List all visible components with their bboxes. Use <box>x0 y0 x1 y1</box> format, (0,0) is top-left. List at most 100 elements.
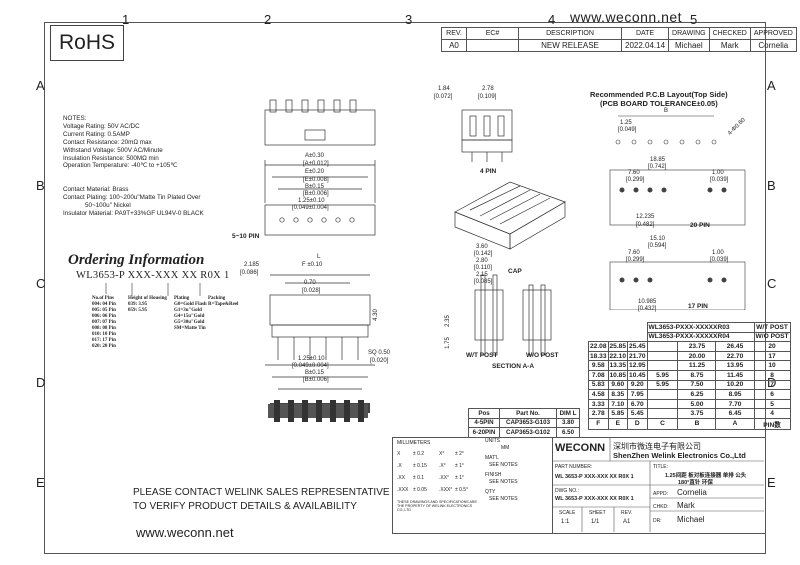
dim-table-cell: 10.20 <box>715 379 755 391</box>
dim-070: 0.70 <box>304 280 316 286</box>
dim-table-cell: 13.95 <box>715 360 755 371</box>
rohs-mark: RoHS <box>50 25 124 61</box>
dim-table-cell: 5.95 <box>646 369 679 381</box>
dim-table-cell: 5.83 <box>588 379 609 391</box>
dim-f: F ±0.10 <box>302 262 323 268</box>
plating-option: SM=Matte Tin <box>174 326 206 331</box>
dim-b-bottom: B±0.15 <box>305 370 324 376</box>
dim-table-cell: 20 <box>753 341 791 352</box>
dim-table-cell: 7.08 <box>588 369 609 381</box>
dim-b-bottom-inch: [B±0.006] <box>303 377 329 383</box>
rev-label: REV. <box>621 510 633 516</box>
title-line1: 1.25间距 板对板连接器 单排 公头 <box>665 473 747 479</box>
pins-option: 010: 10 Pin <box>92 332 116 337</box>
pcb-20-pin-label: 20 PIN <box>690 222 710 229</box>
pcb20-d: 12.235 <box>636 214 655 220</box>
dim-360: 3.60 <box>476 244 488 250</box>
dim-table-cell: 4 <box>753 408 791 419</box>
dim-footer-cell: A <box>715 417 755 430</box>
dim-table-cell <box>646 408 679 419</box>
dim-table-cell: 11.45 <box>715 369 755 381</box>
checked-header: CHECKED <box>708 27 751 40</box>
dim-215-inch: [0.085] <box>474 279 493 285</box>
dim-430: 4.30 <box>372 309 379 321</box>
contact-line1: PLEASE CONTACT WELINK SALES REPRESENTATI… <box>133 487 390 498</box>
tol-row0-d: ± 2° <box>455 451 464 457</box>
dim-table-cell: 5 <box>753 398 791 410</box>
dim-b: B±0.15 <box>305 184 324 190</box>
pcb-title-line2: (PCB BOARD TOLERANCE±0.05) <box>599 99 718 108</box>
tol-row1-c: .X° <box>439 463 446 469</box>
ordering-packing-column: Packing R=Tape&Reel <box>208 296 238 308</box>
notes-block: NOTES: Voltage Rating: 50V AC/DC Current… <box>63 115 177 170</box>
zone-col-1: 1 <box>122 12 130 27</box>
tol-mm: MM <box>501 445 510 451</box>
zone-row-e-right: E <box>767 475 776 490</box>
pcb17-d-inch: [0.432] <box>638 306 657 312</box>
ec-header: EC# <box>466 27 519 40</box>
appd-name: Cornelia <box>677 488 707 497</box>
dim-235: 2.35 <box>444 315 451 327</box>
note-line: Operation Temperature: -40℃ to +105℃ <box>63 162 178 170</box>
dim-table-cell: 21.70 <box>627 350 648 362</box>
pins-option: 020: 20 Pin <box>92 344 116 349</box>
dim-table-cell: 7 <box>753 379 791 391</box>
pins-option: 005: 05 Pin <box>92 308 116 313</box>
wt-post-label: W/T POST <box>466 352 498 359</box>
dim-360-inch: [0.142] <box>474 251 493 257</box>
pcb17-d: 10.985 <box>638 299 657 305</box>
drawing-frame <box>44 22 766 554</box>
dim-sq-inch: [0.020] <box>370 358 389 364</box>
header-url: www.weconn.net <box>570 9 683 25</box>
height-option: 039: 3.95 <box>128 302 148 307</box>
part-cell: 4-5PIN <box>468 417 500 429</box>
section-view <box>474 274 552 356</box>
dim-175: 1.75 <box>444 337 451 349</box>
scale-label: SCALE <box>559 510 576 516</box>
dim-table-cell <box>646 350 679 362</box>
tol-row2-a: .XX <box>397 475 406 481</box>
dim-table-cell: 7.95 <box>627 389 648 400</box>
dim-table-cell: 3.75 <box>677 408 717 419</box>
dim-table-cell: 11.25 <box>677 360 717 371</box>
rev-header: REV. <box>441 27 467 40</box>
ordering-leader-lines <box>105 283 201 296</box>
tol-finish-notes: SEE NOTES <box>489 479 518 485</box>
material-line: Contact Material: Brass <box>63 186 129 193</box>
dim-table-cell: 12.95 <box>627 360 648 371</box>
dim-table-cell: 9.20 <box>627 379 648 391</box>
dim-e: E±0.20 <box>305 169 324 175</box>
dim-table-cell: 10.85 <box>607 369 629 381</box>
pins-option: 004: 04 Pin <box>92 302 116 307</box>
dim-table-cell <box>646 398 679 410</box>
appd-label: APPD: <box>653 491 669 497</box>
part-number-value: WL 3653-P XXX-XXX XX R0X 1 <box>555 474 634 480</box>
zone-row-b-right: B <box>767 178 776 193</box>
tol-row0-c: X° <box>439 451 445 457</box>
dim-table-cell: 4.58 <box>588 389 609 400</box>
title-block: WECONN 深圳市微连电子有限公司 ShenZhen Welink Elect… <box>552 437 766 534</box>
dim-table-cell: 7.10 <box>607 398 629 410</box>
pins-heading: No.of Pins <box>92 296 114 301</box>
approved-header: APPROVED <box>749 27 797 40</box>
footer-url: www.weconn.net <box>136 525 234 540</box>
tol-row3-c: .XXX° <box>439 487 453 493</box>
part-cell: 3.80 <box>556 417 580 429</box>
packing-heading: Packing <box>208 296 226 301</box>
pcb-17-pin-label: 17 PIN <box>688 303 708 310</box>
contact-line2: TO VERIFY PRODUCT DETAILS & AVAILABILITY <box>133 501 357 512</box>
part-number-label: PART NUMBER: <box>555 464 593 470</box>
four-pin-label: 4 PIN <box>480 168 497 175</box>
dim-footer-cell: C <box>646 417 679 430</box>
dim-280: 2.80 <box>476 258 488 264</box>
tol-row1-d: ± 1° <box>455 463 464 469</box>
pcb17-a: 15.10 <box>650 236 666 242</box>
four-pin-drawing <box>461 109 513 162</box>
pcb-b-label: B <box>664 108 669 114</box>
zone-row-e: E <box>36 475 45 490</box>
zone-row-d: D <box>36 375 46 390</box>
